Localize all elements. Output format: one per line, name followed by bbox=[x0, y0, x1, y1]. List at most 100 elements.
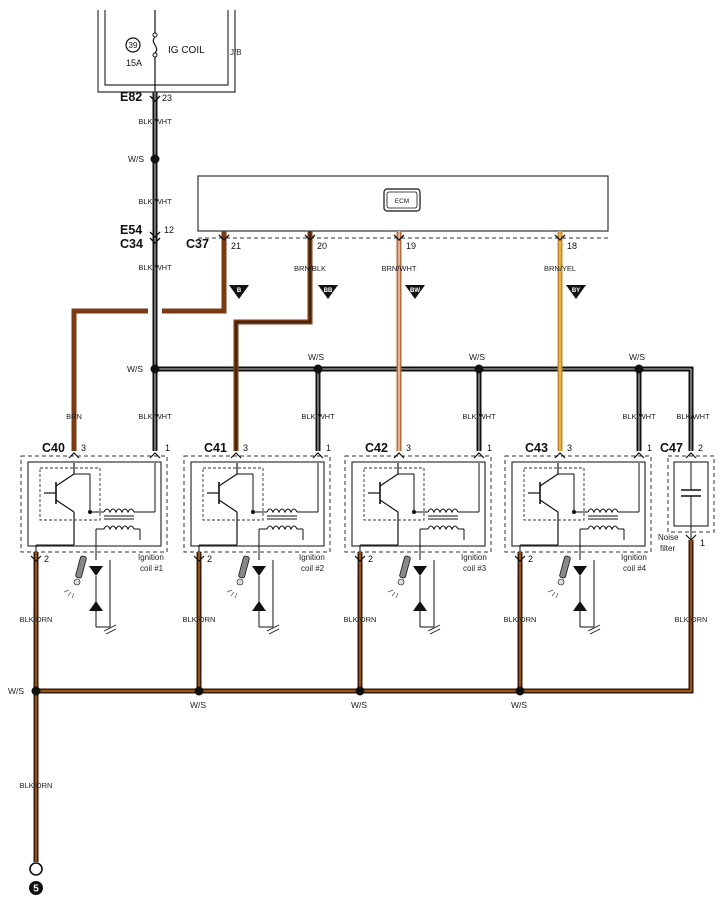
ws-label-3: W/S bbox=[308, 352, 324, 362]
noise-filter bbox=[667, 455, 715, 541]
svg-text:B: B bbox=[237, 288, 242, 294]
c47-pin-2: 2 bbox=[698, 443, 703, 453]
ecm-label: ECM bbox=[395, 198, 409, 205]
marker-bw: BW bbox=[405, 285, 425, 299]
fuse-icon bbox=[152, 36, 158, 54]
wire-label-blkwht-2: BLK/WHT bbox=[138, 197, 172, 206]
coil-3-label-line2: coil #3 bbox=[463, 564, 487, 573]
svg-text:BB: BB bbox=[324, 288, 333, 294]
noise-filter-label-line1: Noise bbox=[658, 533, 679, 542]
coil-connector-arrows bbox=[68, 452, 697, 459]
splice-ground-1 bbox=[31, 686, 41, 696]
connector-e54: E54 bbox=[120, 223, 142, 237]
ws-label-4: W/S bbox=[469, 352, 485, 362]
coil-winding-icon bbox=[103, 508, 135, 514]
c43-pin-3: 3 bbox=[567, 443, 572, 453]
c47-pin-1: 1 bbox=[700, 538, 705, 548]
junction-box: 39 15A IG COIL J/B bbox=[97, 10, 242, 93]
splice-ground-2 bbox=[194, 686, 204, 696]
fuse-name: IG COIL bbox=[168, 45, 205, 56]
marker-by: BY bbox=[566, 285, 586, 299]
ecm-icon bbox=[383, 188, 421, 212]
ws-ground-label-3: W/S bbox=[351, 700, 367, 710]
connector-e82: E82 bbox=[120, 90, 142, 104]
noise-filter-label-line2: filter bbox=[660, 544, 675, 553]
diode-icon bbox=[89, 566, 103, 576]
connector-e82-pin: 23 bbox=[162, 93, 172, 103]
ws-ground-label-1: W/S bbox=[8, 686, 24, 696]
wire-label-blkorn-6: BLK/ORN bbox=[20, 781, 53, 790]
ecm-pin-20: 20 bbox=[317, 241, 327, 251]
splice-ground-4 bbox=[515, 686, 525, 696]
wire-label-blkorn-2: BLK/ORN bbox=[183, 615, 216, 624]
ecm-box: ECM bbox=[197, 175, 609, 239]
ground-number: 5 bbox=[33, 884, 39, 895]
ground-icon bbox=[103, 624, 117, 635]
svg-text:BW: BW bbox=[410, 288, 420, 294]
wire-label-blkwht-3: BLK/WHT bbox=[138, 263, 172, 272]
splice-ws-bus-3 bbox=[474, 364, 484, 374]
coil-2-label-line2: coil #2 bbox=[301, 564, 325, 573]
coil-2-label-line1: Ignition bbox=[299, 553, 325, 562]
spark-plug-icon bbox=[63, 555, 87, 599]
ignition-coil-4 bbox=[504, 455, 652, 635]
ignition-coil-3 bbox=[344, 455, 492, 635]
ws-ground-label-2: W/S bbox=[190, 700, 206, 710]
splice-ws-upper bbox=[150, 154, 160, 164]
connector-c47: C47 bbox=[660, 441, 683, 455]
ecm-pin-18: 18 bbox=[567, 241, 577, 251]
coil-1-label-line1: Ignition bbox=[138, 553, 164, 562]
c41-pin-2: 2 bbox=[207, 554, 212, 564]
wire-label-brnyel: BRN/YEL bbox=[544, 264, 576, 273]
coil-1-label-line2: coil #1 bbox=[140, 564, 164, 573]
svg-text:BY: BY bbox=[572, 288, 580, 294]
connector-c42: C42 bbox=[365, 441, 388, 455]
wire-label-blkorn-4: BLK/ORN bbox=[504, 615, 537, 624]
c43-pin-1: 1 bbox=[647, 443, 652, 453]
splice-ground-3 bbox=[355, 686, 365, 696]
connector-e82-symbol bbox=[149, 95, 161, 102]
wire-label-blkwht-c41: BLK/WHT bbox=[301, 412, 335, 421]
fuse-rating: 15A bbox=[126, 58, 142, 68]
connector-c41: C41 bbox=[204, 441, 227, 455]
splice-ws-bus-2 bbox=[313, 364, 323, 374]
c42-pin-1: 1 bbox=[487, 443, 492, 453]
splice-ws-bus-1 bbox=[150, 364, 160, 374]
ground-terminal-icon: 5 bbox=[29, 862, 43, 895]
coil-3-label-line1: Ignition bbox=[461, 553, 487, 562]
wire-label-brnwht: BRN/WHT bbox=[382, 264, 417, 273]
wire-label-blkorn-1: BLK/ORN bbox=[20, 615, 53, 624]
c43-pin-2: 2 bbox=[528, 554, 533, 564]
connector-c37-symbol bbox=[218, 234, 566, 241]
connector-c37: C37 bbox=[186, 237, 209, 251]
wire-label-brnblk: BRN/BLK bbox=[294, 264, 326, 273]
ws-label-1: W/S bbox=[128, 154, 144, 164]
wire-label-blkwht-c40: BLK/WHT bbox=[138, 412, 172, 421]
ws-label-5: W/S bbox=[629, 352, 645, 362]
wire-label-blkwht-c43: BLK/WHT bbox=[622, 412, 656, 421]
connector-e54-symbol bbox=[149, 231, 161, 244]
wire-label-blkwht-1: BLK/WHT bbox=[138, 117, 172, 126]
connector-c43: C43 bbox=[525, 441, 548, 455]
jb-label: J/B bbox=[230, 48, 242, 57]
wire-label-blkwht-c42: BLK/WHT bbox=[462, 412, 496, 421]
ignition-coil-1 bbox=[20, 455, 168, 635]
c42-pin-3: 3 bbox=[406, 443, 411, 453]
ignition-coil-2 bbox=[183, 455, 331, 635]
ecm-pin-19: 19 bbox=[406, 241, 416, 251]
wire-label-blkwht-c47: BLK/WHT bbox=[676, 412, 710, 421]
coil-4-label-line2: coil #4 bbox=[623, 564, 647, 573]
splice-ws-bus-4 bbox=[634, 364, 644, 374]
c41-pin-1: 1 bbox=[326, 443, 331, 453]
c40-pin-2: 2 bbox=[44, 554, 49, 564]
wire-label-blkorn-3: BLK/ORN bbox=[344, 615, 377, 624]
ground-connector-arrows bbox=[30, 555, 526, 562]
c40-pin-1: 1 bbox=[165, 443, 170, 453]
ws-label-2: W/S bbox=[127, 364, 143, 374]
marker-bb: BB bbox=[318, 285, 338, 299]
connector-c34: C34 bbox=[120, 237, 143, 251]
fuse-number-circle bbox=[125, 37, 141, 53]
marker-b: B bbox=[229, 285, 249, 299]
wire-label-brn: BRN bbox=[66, 412, 82, 421]
